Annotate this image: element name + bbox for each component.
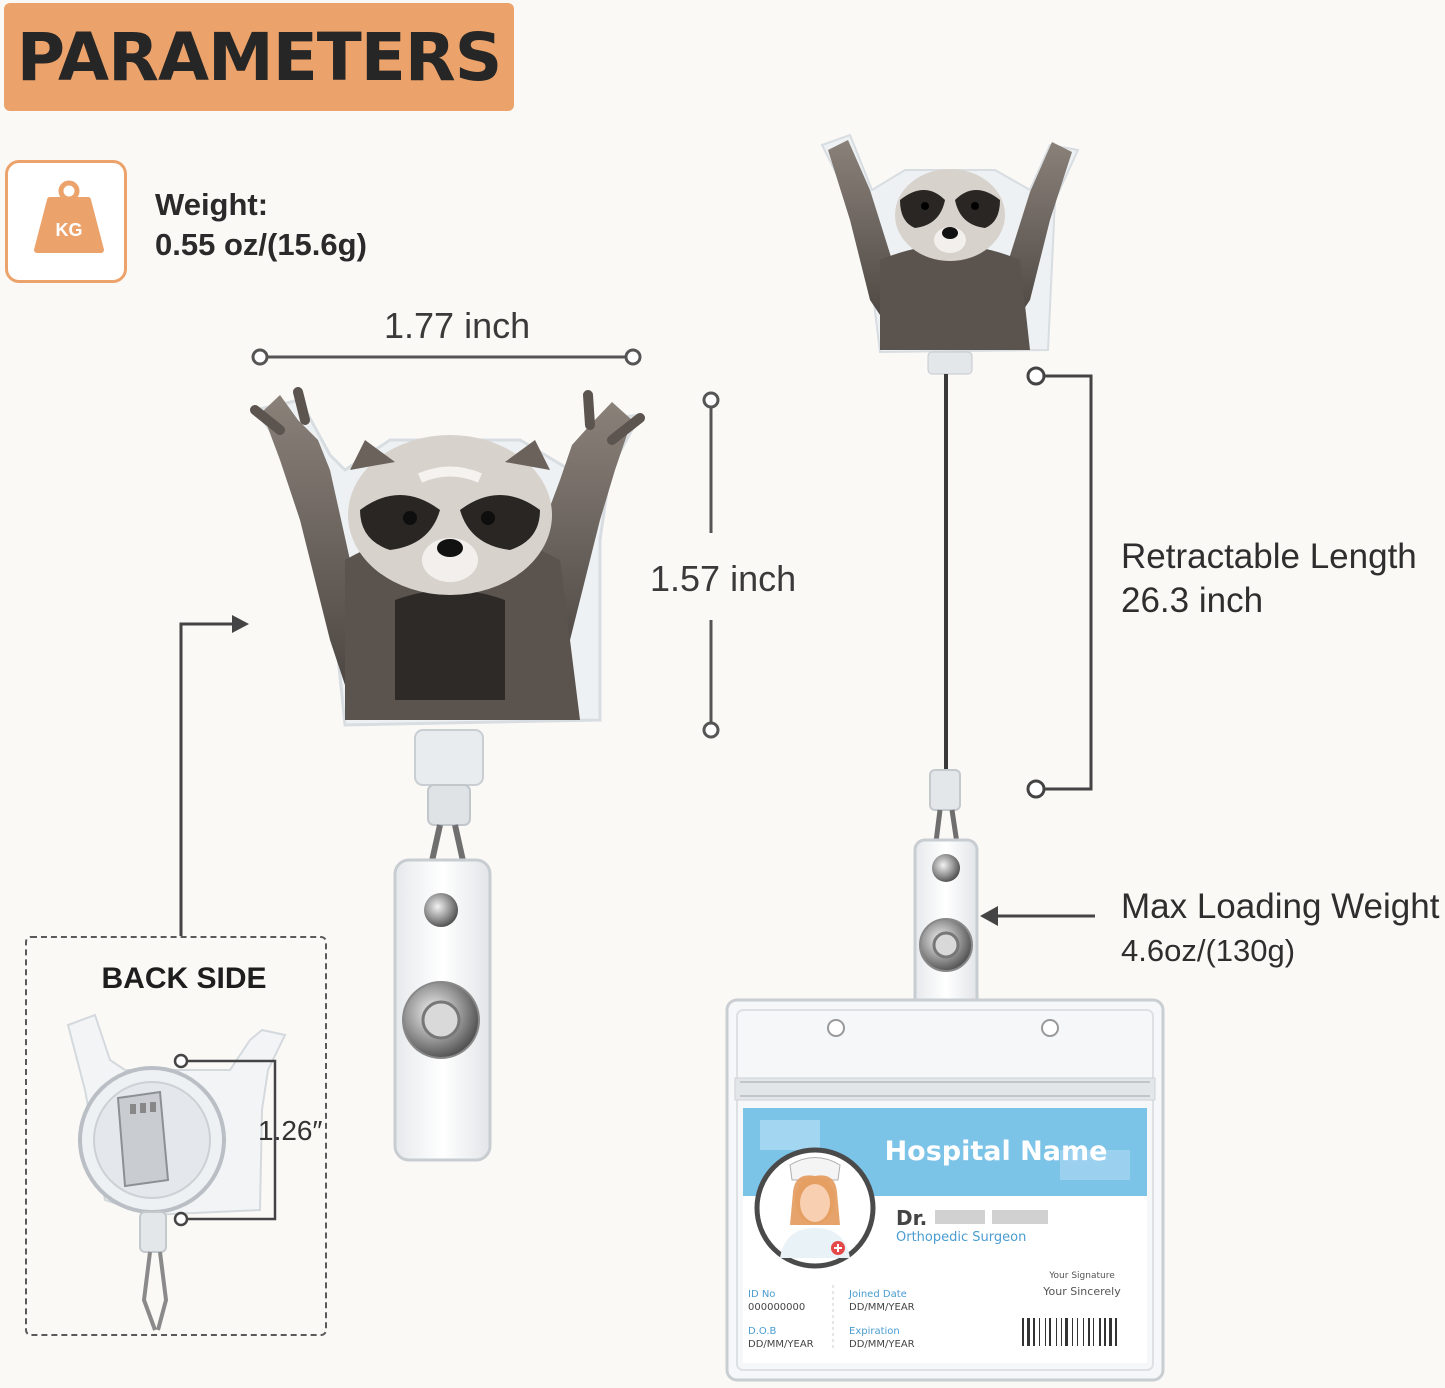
main-badge-reel bbox=[250, 348, 720, 1162]
back-side-illustration bbox=[66, 1013, 287, 1331]
card-joined-label: Joined Date bbox=[848, 1289, 907, 1300]
card-dob-value: DD/MM/YEAR bbox=[748, 1339, 814, 1350]
max-loading-label: Max Loading Weight bbox=[1121, 887, 1440, 926]
card-barcode-icon bbox=[1022, 1318, 1117, 1346]
retractable-length-value: 26.3 inch bbox=[1121, 581, 1264, 620]
weight-info: Weight: 0.55 oz/(15.6g) bbox=[155, 185, 367, 265]
nurse-avatar-icon bbox=[780, 1157, 850, 1258]
page-title: PARAMETERS bbox=[16, 18, 503, 96]
weight-value: 0.55 oz/(15.6g) bbox=[155, 227, 367, 262]
back-side-pointer-arrow bbox=[179, 615, 249, 936]
back-side-title: BACK SIDE bbox=[101, 962, 267, 995]
max-loading-value: 4.6oz/(130g) bbox=[1121, 933, 1296, 968]
weight-label: Weight: bbox=[155, 187, 269, 222]
parameters-banner: PARAMETERS bbox=[4, 3, 514, 111]
card-hospital-name: Hospital Name bbox=[885, 1136, 1108, 1167]
height-dimension-line bbox=[702, 391, 720, 739]
card-joined-value: DD/MM/YEAR bbox=[849, 1302, 915, 1313]
card-name-blur bbox=[935, 1210, 985, 1224]
card-surname-blur bbox=[992, 1210, 1048, 1224]
height-dimension-label: 1.57 inch bbox=[650, 558, 797, 599]
width-dimension-label: 1.77 inch bbox=[384, 305, 531, 346]
kg-badge-text: KG bbox=[56, 220, 83, 240]
id-card-holder: Hospital Name Dr. Orthopedic Surgeon You… bbox=[725, 998, 1165, 1382]
weight-kg-icon: KG bbox=[34, 180, 104, 253]
card-signature-value: Your Sincerely bbox=[1042, 1285, 1121, 1298]
card-signature-label: Your Signature bbox=[1048, 1271, 1115, 1281]
card-specialty: Orthopedic Surgeon bbox=[896, 1230, 1026, 1245]
retractable-length-label: Retractable Length bbox=[1121, 537, 1417, 576]
card-dob-label: D.O.B bbox=[748, 1326, 777, 1337]
back-side-dimension-label: 1.26″ bbox=[258, 1115, 323, 1146]
retractable-length-info: Retractable Length 26.3 inch bbox=[1121, 535, 1417, 623]
back-side-box bbox=[25, 936, 327, 1336]
weight-icon-box: KG bbox=[5, 160, 127, 283]
card-expiration-label: Expiration bbox=[849, 1326, 900, 1337]
retractable-length-bracket bbox=[1026, 366, 1093, 799]
max-loading-arrow bbox=[980, 906, 1095, 926]
card-expiration-value: DD/MM/YEAR bbox=[849, 1339, 915, 1350]
extended-badge-reel bbox=[820, 133, 1080, 1037]
card-id-value: 000000000 bbox=[748, 1302, 805, 1313]
width-dimension-line bbox=[251, 348, 642, 366]
card-doctor-prefix: Dr. bbox=[896, 1206, 927, 1230]
card-id-label: ID No bbox=[748, 1289, 775, 1300]
max-loading-info: Max Loading Weight 4.6oz/(130g) bbox=[1121, 885, 1439, 973]
